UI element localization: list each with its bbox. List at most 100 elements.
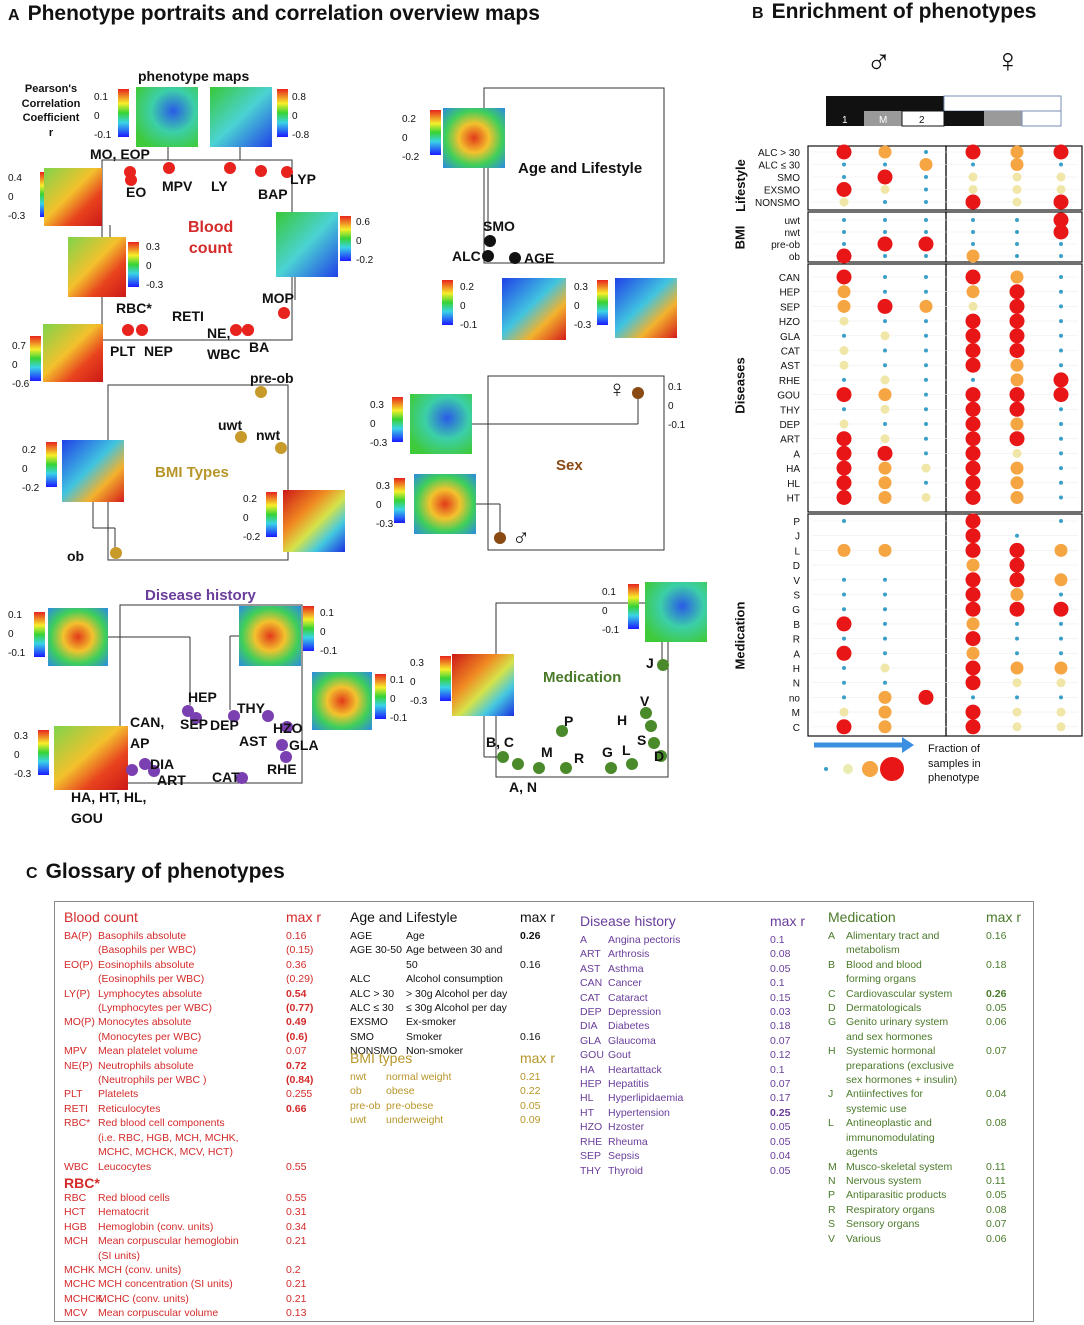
glossary-row: (Monocytes per WBC)(0.6) <box>64 1030 321 1044</box>
enrichment-dot <box>965 269 981 285</box>
glossary-code: RBC* <box>64 1117 91 1130</box>
glossary-code: GLA <box>580 1034 602 1047</box>
marker-mop <box>278 307 290 319</box>
glossary-max-r: 0.08 <box>770 948 791 961</box>
enrichment-dot <box>1009 557 1025 573</box>
glossary-description: Hzoster <box>608 1121 645 1134</box>
row-label-diseases: AST <box>781 361 800 372</box>
glossary-description: agents <box>846 1146 878 1159</box>
glossary-code: C <box>828 987 836 1000</box>
marker-m <box>533 762 545 774</box>
enrichment-dot <box>965 387 981 403</box>
label-gou: GOU <box>71 810 103 826</box>
enrichment-dot <box>842 607 846 612</box>
glossary-code <box>828 1131 846 1145</box>
enrichment-dot <box>883 577 887 582</box>
row-label-medication: L <box>794 546 800 557</box>
marker-art <box>148 765 160 777</box>
enrichment-dot <box>1009 572 1025 588</box>
glossary-code <box>64 1030 98 1044</box>
glossary-description: Cardiovascular system <box>846 987 953 1000</box>
glossary-max-r: 0.17 <box>770 1092 791 1105</box>
label-rhe: RHE <box>267 761 297 777</box>
glossary-row: sex hormones + insulin) <box>828 1073 1021 1087</box>
glossary-max-r: 0.07 <box>770 1078 791 1091</box>
glossary-max-r: 0.26 <box>986 987 1007 1000</box>
row-label-diseases: GLA <box>780 332 800 343</box>
glossary-row: C Cardiovascular system 0.26 <box>828 987 1021 1001</box>
enrichment-dot <box>878 690 892 704</box>
marker-dep <box>228 710 240 722</box>
row-label-medication: J <box>795 532 800 543</box>
glossary-max-r: 0.09 <box>520 1114 541 1127</box>
row-label-diseases: ART <box>780 435 800 446</box>
enrichment-dot <box>1015 242 1019 246</box>
enrichment-dot <box>883 592 887 597</box>
enrichment-dot <box>842 377 846 382</box>
glossary-max-r: 0.21 <box>520 1071 541 1083</box>
glossary-code: HA <box>580 1063 595 1076</box>
enrichment-dot <box>966 249 980 263</box>
max-r-header: max r <box>770 913 805 929</box>
enrichment-dot <box>1053 601 1069 617</box>
glossary-description: Rheuma <box>608 1135 648 1148</box>
enrichment-dot <box>971 377 975 382</box>
enrichment-dot <box>1056 678 1066 688</box>
enrichment-dot <box>878 461 892 475</box>
label-smo: SMO <box>483 218 515 234</box>
label-dep: DEP <box>210 717 239 733</box>
glossary-code: CAT <box>580 991 601 1004</box>
glossary-description: Glaucoma <box>608 1034 656 1047</box>
glossary-max-r: 0.07 <box>986 1045 1007 1058</box>
enrichment-dot <box>1010 373 1024 387</box>
glossary-max-r: 0.1 <box>770 977 785 990</box>
glossary-max-r: 0.21 <box>286 1278 307 1291</box>
enrichment-dot <box>842 592 846 597</box>
enrichment-dot <box>1054 573 1068 587</box>
enrichment-dot <box>842 407 846 412</box>
glossary-max-r: 0.06 <box>986 1232 1007 1245</box>
glossary-description: Angina pectoris <box>608 934 681 946</box>
enrichment-dot <box>965 475 981 491</box>
enrichment-dot <box>1009 387 1025 403</box>
enrichment-dot <box>1053 387 1069 403</box>
glossary-max-r: 0.12 <box>770 1049 791 1062</box>
frame-female-lifestyle <box>945 145 1083 211</box>
phenotype-map <box>452 654 514 716</box>
phenotype-map <box>645 582 707 642</box>
glossary-code: HCT <box>64 1206 86 1219</box>
colorbar <box>392 397 403 442</box>
enrichment-dot <box>836 616 852 632</box>
glossary-max-r: 0.07 <box>986 1218 1007 1231</box>
glossary-code: S <box>828 1218 836 1231</box>
enrichment-dot <box>1010 461 1024 475</box>
glossary-description: Antiparasitic products <box>846 1189 947 1202</box>
glossary-description: MCH concentration (SI units) <box>98 1278 233 1291</box>
glossary-max-r: 0.15 <box>770 991 791 1004</box>
glossary-description: Platelets <box>98 1088 139 1101</box>
enrichment-dot <box>836 248 852 264</box>
enrichment-dot <box>842 162 846 167</box>
glossary-max-r: 0.26 <box>520 930 541 942</box>
label-age: AGE <box>524 250 555 266</box>
enrichment-dot <box>924 275 928 279</box>
glossary-description: (Lymphocytes per WBC) <box>98 1002 212 1015</box>
glossary-code: ob <box>350 1085 362 1098</box>
phenotype-map <box>312 672 372 730</box>
enrichment-dot <box>924 254 928 258</box>
row-label-diseases: HT <box>787 494 800 505</box>
enrichment-dot <box>842 175 846 179</box>
colorbar <box>442 280 453 325</box>
glossary-code <box>64 972 98 986</box>
glossary-row: (Neutrophils per WBC )(0.84) <box>64 1073 321 1087</box>
glossary-code: ALC ≤ 30 <box>350 1002 394 1015</box>
phenotype-map <box>502 278 566 340</box>
